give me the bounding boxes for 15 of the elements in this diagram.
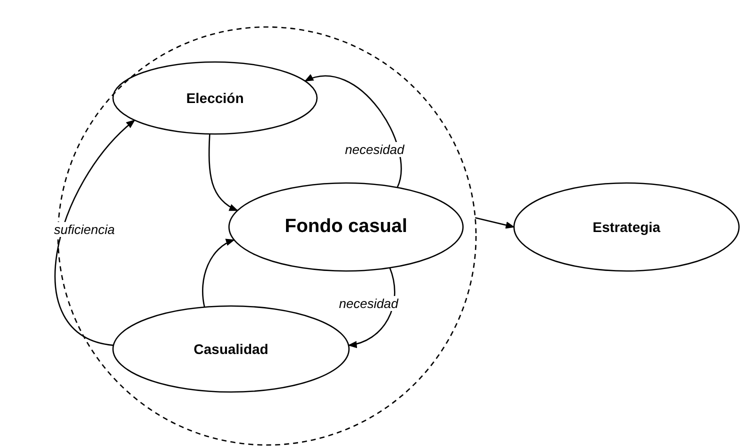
edge-label: suficiencia bbox=[52, 222, 117, 237]
arrow bbox=[475, 217, 515, 229]
arrow bbox=[54, 120, 136, 346]
arrow bbox=[304, 74, 402, 188]
arrow bbox=[208, 134, 238, 212]
edge-label: necesidad bbox=[343, 142, 406, 157]
arrow bbox=[202, 239, 235, 308]
ellipse-node bbox=[112, 61, 318, 135]
node-label: Fondo casual bbox=[284, 216, 408, 238]
edge-label: necesidad bbox=[337, 296, 400, 311]
node-label: Estrategia bbox=[592, 219, 662, 235]
ellipse-node bbox=[228, 182, 464, 272]
ellipse-node bbox=[513, 182, 740, 272]
node-label: Elección bbox=[185, 90, 245, 106]
node-label: Casualidad bbox=[192, 341, 270, 357]
